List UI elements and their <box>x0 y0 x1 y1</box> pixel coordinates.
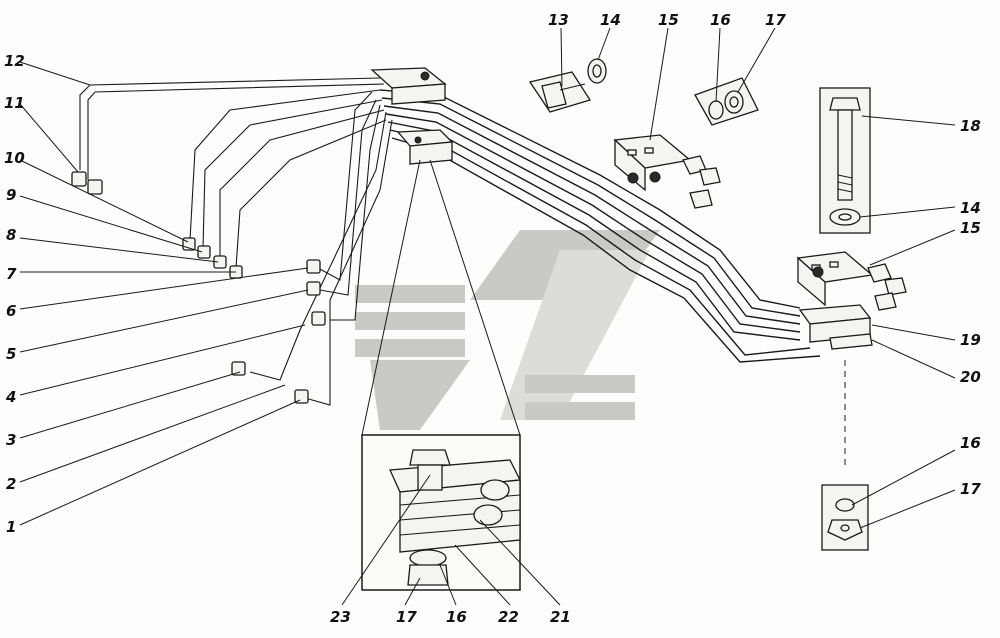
left-clamp-block <box>370 67 454 165</box>
callout-3: 3 <box>6 431 16 449</box>
callout-19: 19 <box>960 331 981 349</box>
callout-16-right: 16 <box>960 434 981 452</box>
callout-21: 21 <box>550 608 571 626</box>
left-branch-tubes <box>79 77 393 406</box>
callout-11: 11 <box>4 94 25 112</box>
callout-17-right: 17 <box>960 480 981 498</box>
callout-13: 13 <box>548 11 569 29</box>
callout-6: 6 <box>6 302 16 320</box>
callout-20: 20 <box>960 368 981 386</box>
callout-labels: 1 2 3 4 5 6 7 8 9 10 11 12 13 14 15 16 1… <box>4 11 981 626</box>
right-clamp <box>796 251 907 350</box>
callout-7: 7 <box>6 265 17 283</box>
callout-12: 12 <box>4 52 25 70</box>
lower-nut-box <box>821 484 869 551</box>
callout-9: 9 <box>6 186 16 204</box>
detail-inset <box>361 159 522 591</box>
callout-14-right: 14 <box>960 199 981 217</box>
callout-15-top: 15 <box>658 11 679 29</box>
callout-16-top: 16 <box>710 11 731 29</box>
exploded-nut-upper <box>694 77 759 126</box>
callout-8: 8 <box>6 226 16 244</box>
callout-17-bottom: 17 <box>396 608 417 626</box>
callout-16-bottom: 16 <box>446 608 467 626</box>
callout-18: 18 <box>960 117 981 135</box>
callout-23: 23 <box>330 608 351 626</box>
callout-17-top: 17 <box>765 11 786 29</box>
callout-22: 22 <box>498 608 519 626</box>
callout-14-top: 14 <box>600 11 621 29</box>
callout-15-right: 15 <box>960 219 981 237</box>
bolt-18-assembly <box>819 87 871 470</box>
callout-5: 5 <box>6 345 16 363</box>
tube-end-fittings <box>71 171 326 404</box>
callout-2: 2 <box>6 475 16 493</box>
callout-1: 1 <box>6 518 16 536</box>
watermark-logo <box>355 230 660 430</box>
middle-clamp <box>613 134 721 209</box>
exploded-bolt-13 <box>528 58 607 113</box>
callout-10: 10 <box>4 149 25 167</box>
leader-lines <box>19 27 956 606</box>
callout-4: 4 <box>5 388 16 406</box>
